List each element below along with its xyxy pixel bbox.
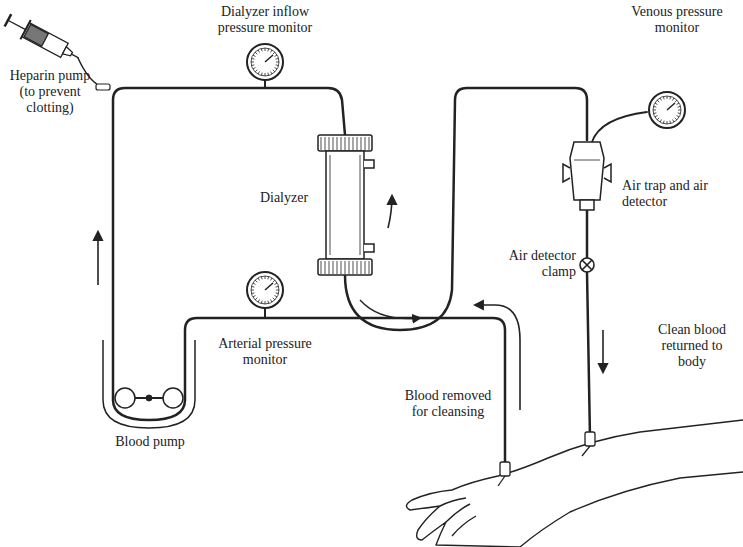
syringe xyxy=(3,11,84,68)
rib xyxy=(321,261,322,274)
pressure-gauge xyxy=(649,92,685,128)
pressure-gauge xyxy=(247,44,283,80)
connector xyxy=(96,84,110,90)
rib xyxy=(345,137,346,150)
dialyzer xyxy=(318,135,374,275)
rib xyxy=(353,137,354,150)
rib xyxy=(353,261,354,274)
rib xyxy=(345,261,346,274)
part-label: Blood pump xyxy=(95,434,205,450)
air-trap xyxy=(563,142,611,210)
rib xyxy=(361,261,362,274)
part-label: Air trap and air detector xyxy=(622,178,732,210)
rib xyxy=(329,137,330,150)
arm xyxy=(406,420,743,547)
part-label: Air detector clamp xyxy=(488,248,576,280)
rib xyxy=(357,261,358,274)
monitor-label: Venous pressure monitor xyxy=(615,4,739,36)
rib xyxy=(341,137,342,150)
monitor-label: Arterial pressure monitor xyxy=(195,336,335,368)
flow-label: Clean blood returned to body xyxy=(646,322,738,370)
rib xyxy=(329,261,330,274)
rib xyxy=(321,137,322,150)
rib xyxy=(341,261,342,274)
rib xyxy=(365,137,366,150)
flow-arrow xyxy=(97,232,99,285)
tube xyxy=(185,318,505,468)
rib xyxy=(361,137,362,150)
rib xyxy=(369,137,370,150)
rib xyxy=(337,137,338,150)
pressure-gauge xyxy=(247,272,283,308)
rib xyxy=(349,261,350,274)
rib xyxy=(333,261,334,274)
tube xyxy=(592,112,647,142)
rib xyxy=(365,261,366,274)
tube xyxy=(113,88,345,400)
tube xyxy=(345,88,587,330)
rib xyxy=(325,137,326,150)
rib xyxy=(357,137,358,150)
monitor-label: Dialyzer inflow pressure monitor xyxy=(205,4,325,36)
tube xyxy=(587,210,590,438)
flow-arrow xyxy=(388,196,392,228)
flow-label: Blood removed for cleansing xyxy=(396,388,500,420)
rib xyxy=(369,261,370,274)
part-label: Dialyzer xyxy=(250,190,318,206)
rib xyxy=(325,261,326,274)
blood-pump xyxy=(103,340,195,428)
pump-label: Heparin pump (to prevent clotting) xyxy=(6,68,94,116)
needle xyxy=(498,432,595,486)
flow-arrow xyxy=(360,300,420,319)
flow-arrow xyxy=(602,330,604,372)
air-detector-clamp xyxy=(580,258,594,272)
rib xyxy=(349,137,350,150)
rib xyxy=(333,137,334,150)
rib xyxy=(337,261,338,274)
